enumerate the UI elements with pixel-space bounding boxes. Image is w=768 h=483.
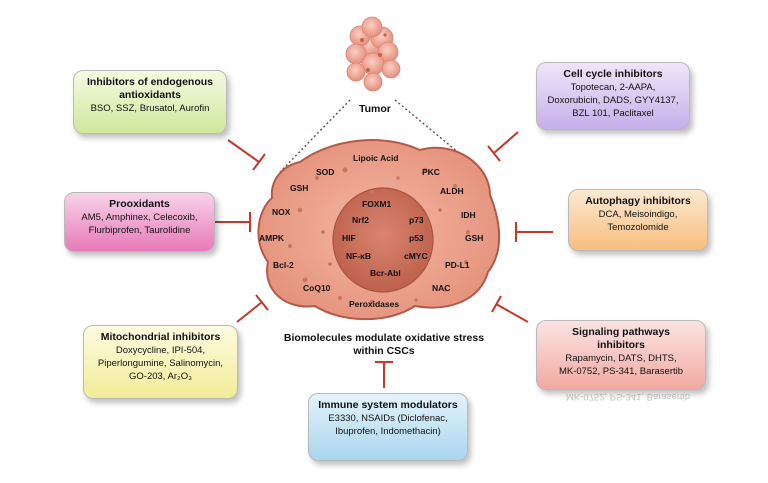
inhibit-arrow-prooxidants (214, 212, 251, 232)
label-foxm1: FOXM1 (362, 199, 392, 209)
box-autophagy-body-line1: DCA, Meisoindigo, (598, 209, 678, 220)
box-mitochondrial-body-line3: GO-203, Ar₂O₃ (129, 371, 192, 382)
box-endogenous-title: Inhibitors of endogenous antioxidants (74, 76, 226, 102)
cytoplasm-dots (288, 167, 470, 305)
box-signaling-title-line1: Signaling pathways (571, 326, 671, 338)
box-autophagy-inhibitors: Autophagy inhibitors DCA, Meisoindigo, T… (568, 189, 708, 251)
label-aldh: ALDH (440, 186, 464, 196)
box-endogenous-antioxidants: Inhibitors of endogenous antioxidants BS… (73, 70, 227, 134)
caption: Biomolecules modulate oxidative stress w… (278, 332, 490, 358)
label-hif: HIF (342, 233, 356, 243)
label-p53: p53 (409, 233, 424, 243)
label-sod: SOD (316, 167, 335, 177)
label-nac: NAC (432, 283, 451, 293)
box-signaling-inhibitors: Signaling pathways inhibitors Rapamycin,… (536, 320, 706, 390)
inhibit-arrow-autophagy (515, 222, 553, 242)
box-cell-cycle-inhibitors: Cell cycle inhibitors Topotecan, 2-AAPA,… (536, 62, 690, 130)
box-autophagy-title: Autophagy inhibitors (585, 195, 691, 207)
box-endogenous-body: BSO, SSZ, Brusatol, Aurofin (90, 103, 210, 114)
label-pkc: PKC (422, 167, 440, 177)
box-endogenous-title-line2: antioxidants (119, 89, 181, 101)
label-nrf2: Nrf2 (352, 215, 370, 225)
box-immune-body-line1: E3330, NSAIDs (Diclofenac, (328, 413, 448, 424)
box-signaling-body-line1: Rapamycin, DATS, DHTS, (565, 353, 677, 364)
label-cmyc: cMYC (404, 251, 428, 261)
label-ampk: AMPK (259, 233, 285, 243)
box-mitochondrial-title: Mitochondrial inhibitors (100, 331, 221, 343)
box-cell-cycle-body-line2: Doxorubicin, DADS, GYY4137, (547, 95, 679, 106)
label-bcl2: Bcl-2 (273, 260, 294, 270)
box-signaling-body-line2: MK-0752, PS-341, Barasertib (558, 366, 684, 377)
caption-line2: within CSCs (353, 345, 415, 357)
label-gsh-top: GSH (290, 183, 309, 193)
zoom-line-left (279, 99, 351, 173)
label-idh: IDH (461, 210, 476, 220)
box-signaling-title: Signaling pathways inhibitors (537, 326, 705, 352)
tumor-icon (345, 16, 401, 92)
box-cell-cycle-body-line1: Topotecan, 2-AAPA, (570, 82, 656, 93)
box-mitochondrial-body-line2: Piperlongumine, Salinomycin, (97, 358, 224, 369)
inhibit-arrow-mitochondrial (236, 294, 269, 323)
box-prooxidants: Prooxidants AM5, Amphinex, Celecoxib, Fl… (64, 192, 215, 252)
label-nox: NOX (272, 207, 291, 217)
box-signaling-reflection: MK-0752, PS-341, Barasertib (565, 391, 691, 402)
inhibit-arrow-immune (375, 361, 393, 388)
tumor-label: Tumor (359, 103, 391, 115)
zoom-line-right (394, 99, 466, 159)
inhibit-arrow-signaling (491, 295, 529, 323)
label-gsh-right: GSH (465, 233, 484, 243)
box-mitochondrial-body-line1: Doxycycline, IPI-504, (115, 345, 206, 356)
label-nfkb: NF-κB (346, 251, 372, 261)
inhibit-arrow-cell-cycle (487, 131, 519, 162)
box-immune-body-line2: Ibuprofen, Indomethacin) (335, 426, 441, 437)
label-p73: p73 (409, 215, 424, 225)
box-cell-cycle-body-line3: BZL 101, Paclitaxel (572, 108, 654, 119)
box-cell-cycle-title: Cell cycle inhibitors (563, 68, 663, 80)
box-prooxidants-body-line2: Flurbiprofen, Taurolidine (88, 225, 191, 236)
box-signaling-title-line2: inhibitors (597, 339, 645, 351)
box-mitochondrial-inhibitors: Mitochondrial inhibitors Doxycycline, IP… (83, 325, 238, 399)
nucleus (332, 187, 434, 293)
box-prooxidants-title: Prooxidants (109, 198, 170, 210)
box-immune-modulators: Immune system modulators E3330, NSAIDs (… (308, 393, 468, 461)
box-prooxidants-body-line1: AM5, Amphinex, Celecoxib, (81, 212, 198, 223)
label-peroxidases: Peroxidases (349, 299, 400, 309)
inhibit-arrow-endogenous (227, 139, 266, 171)
label-pdl1: PD-L1 (445, 260, 470, 270)
label-lipoic-acid: Lipoic Acid (353, 153, 399, 163)
caption-line1: Biomolecules modulate oxidative stress (283, 332, 485, 344)
box-immune-title: Immune system modulators (318, 399, 458, 411)
label-bcr-abl: Bcr-Abl (370, 268, 401, 278)
box-autophagy-body-line2: Temozolomide (607, 222, 669, 233)
label-coq10: CoQ10 (303, 283, 331, 293)
box-endogenous-title-line1: Inhibitors of endogenous (87, 76, 213, 88)
